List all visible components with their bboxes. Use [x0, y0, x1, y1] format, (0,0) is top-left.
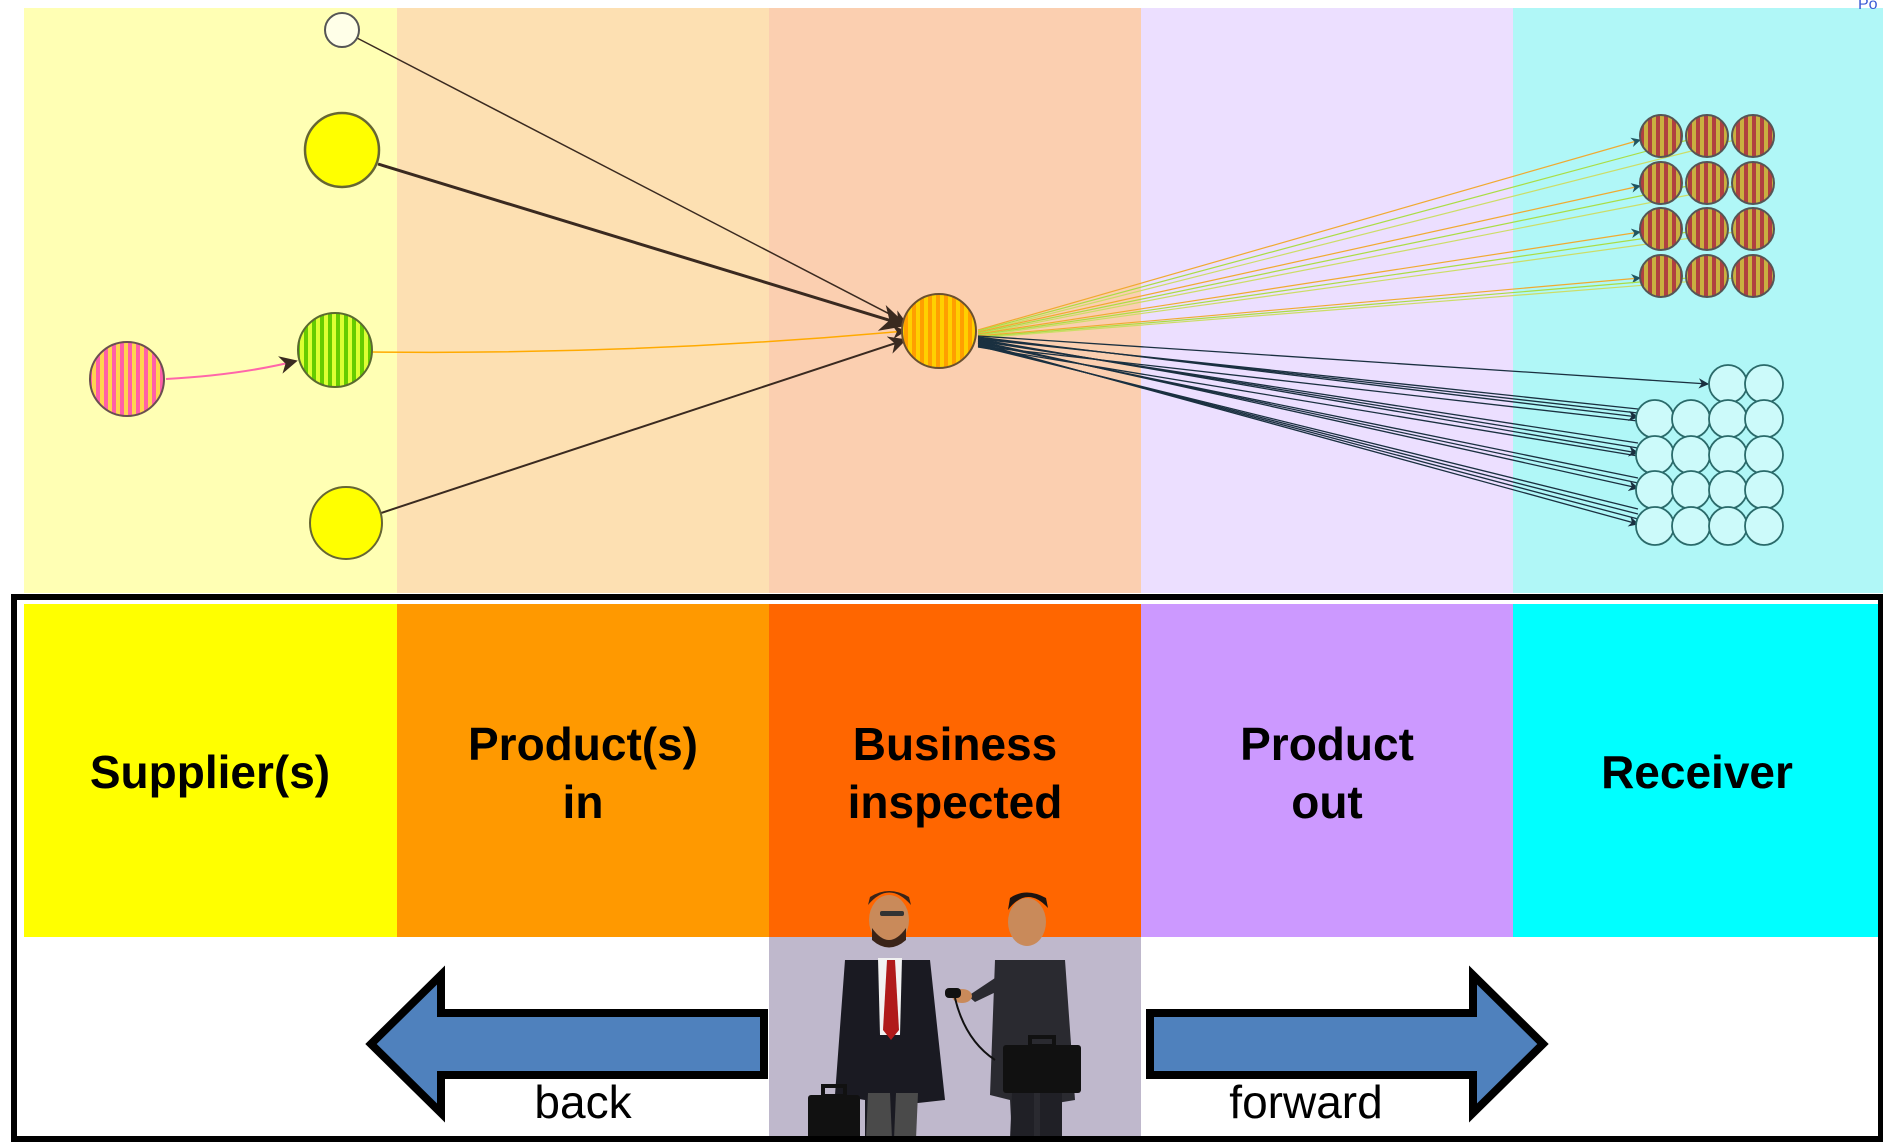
receiver-striped — [1639, 114, 1683, 158]
receiver-plain — [1708, 435, 1748, 475]
receiver-striped — [1731, 254, 1775, 298]
back-arrow — [365, 965, 768, 1123]
edge-to-receiver-r2 — [977, 183, 1641, 333]
businessmen-illustration — [769, 891, 1141, 1139]
back-label: back — [534, 1076, 632, 1128]
edge-to-receiver-r3b — [977, 231, 1689, 336]
receiver-striped — [1639, 254, 1683, 298]
receiver-striped — [1685, 161, 1729, 205]
edge-to-receiver-r1c — [977, 139, 1736, 333]
receiver-plain — [1744, 364, 1784, 404]
edge-to-receiver-r2c — [977, 185, 1736, 335]
receivers-plain — [1635, 364, 1784, 546]
edges-to-striped-receivers — [977, 137, 1736, 339]
stage-label-business-line1: Business — [853, 718, 1058, 770]
panel-frame — [11, 594, 1883, 1142]
edge-plain-row2c — [977, 338, 1639, 410]
edge-to-receiver-r4 — [977, 273, 1641, 337]
receiver-plain — [1671, 399, 1711, 439]
stage-label-receiver: Receiver — [1601, 746, 1793, 798]
edge-plain-row2d — [977, 345, 1639, 422]
receiver-plain — [1635, 470, 1675, 510]
corner-text: Po — [1858, 0, 1878, 13]
network-nodes — [89, 12, 1784, 560]
receiver-plain — [1744, 506, 1784, 546]
edge-to-receiver-r3c — [977, 231, 1736, 337]
receiver-plain — [1708, 399, 1748, 439]
receiver-striped — [1685, 207, 1729, 251]
receiver-plain — [1635, 399, 1675, 439]
node-business-inspected — [901, 293, 977, 369]
receiver-plain — [1708, 506, 1748, 546]
edge-supplier-bottom-to-business — [380, 336, 907, 514]
edge-to-receiver-r1b — [977, 139, 1689, 332]
edge-to-receiver-r1 — [977, 137, 1641, 331]
edge-supplier-small-to-business — [356, 37, 907, 323]
businessman-left — [808, 891, 945, 1139]
edge-pink-to-green — [165, 356, 298, 380]
network-edges — [165, 37, 1736, 527]
stage-box-business — [769, 604, 1141, 937]
node-pink-origin — [89, 341, 165, 417]
receivers-striped — [1639, 114, 1775, 298]
receiver-striped — [1731, 161, 1775, 205]
stage-box-product-out — [1141, 604, 1513, 937]
receiver-striped — [1685, 114, 1729, 158]
node-supplier-top — [303, 111, 381, 189]
receiver-plain — [1744, 435, 1784, 475]
edge-to-receiver-r4c — [977, 277, 1736, 339]
node-supplier-green — [297, 312, 373, 388]
edge-plain-row5d — [977, 345, 1639, 510]
receiver-striped — [1731, 207, 1775, 251]
stage-box-product-in — [397, 604, 769, 937]
stage-label-product-out-line2: out — [1291, 776, 1363, 828]
forward-label: forward — [1229, 1076, 1382, 1128]
stage-box-receiver — [1513, 604, 1879, 937]
edge-to-receiver-r3 — [977, 228, 1641, 335]
receiver-plain — [1744, 470, 1784, 510]
receiver-plain — [1708, 364, 1748, 404]
receiver-striped — [1639, 161, 1683, 205]
stage-label-product-in-line1: Product(s) — [468, 718, 698, 770]
edge-supplier-top-to-business — [377, 162, 908, 331]
edge-to-receiver-r4b — [977, 277, 1689, 338]
receiver-plain — [1671, 435, 1711, 475]
receiver-striped — [1685, 254, 1729, 298]
edge-plain-top — [977, 335, 1710, 389]
receiver-plain — [1635, 435, 1675, 475]
stage-label-business-line2: inspected — [848, 776, 1063, 828]
businessman-right — [945, 892, 1081, 1139]
receiver-plain — [1671, 506, 1711, 546]
edge-plain-row3d — [977, 346, 1639, 457]
receiver-striped — [1731, 114, 1775, 158]
stage-label-product-in-line2: in — [563, 776, 604, 828]
receiver-plain — [1635, 506, 1675, 546]
receiver-plain — [1708, 470, 1748, 510]
stage-box-supplier — [24, 604, 397, 937]
tint-product-in — [397, 8, 769, 593]
edge-green-to-business — [371, 325, 907, 354]
node-supplier-bottom — [309, 486, 383, 560]
receiver-plain — [1671, 470, 1711, 510]
stage-label-supplier: Supplier(s) — [90, 746, 330, 798]
node-supplier-small — [324, 12, 360, 48]
edge-to-receiver-r2b — [977, 185, 1689, 334]
stage-label-product-out-line1: Product — [1240, 718, 1414, 770]
forward-arrow — [1146, 965, 1549, 1123]
receiver-striped — [1639, 207, 1683, 251]
edges-to-plain-receivers — [977, 335, 1710, 527]
stage-panel: Supplier(s) Product(s) in Business inspe… — [11, 594, 1883, 1142]
receiver-plain — [1744, 399, 1784, 439]
